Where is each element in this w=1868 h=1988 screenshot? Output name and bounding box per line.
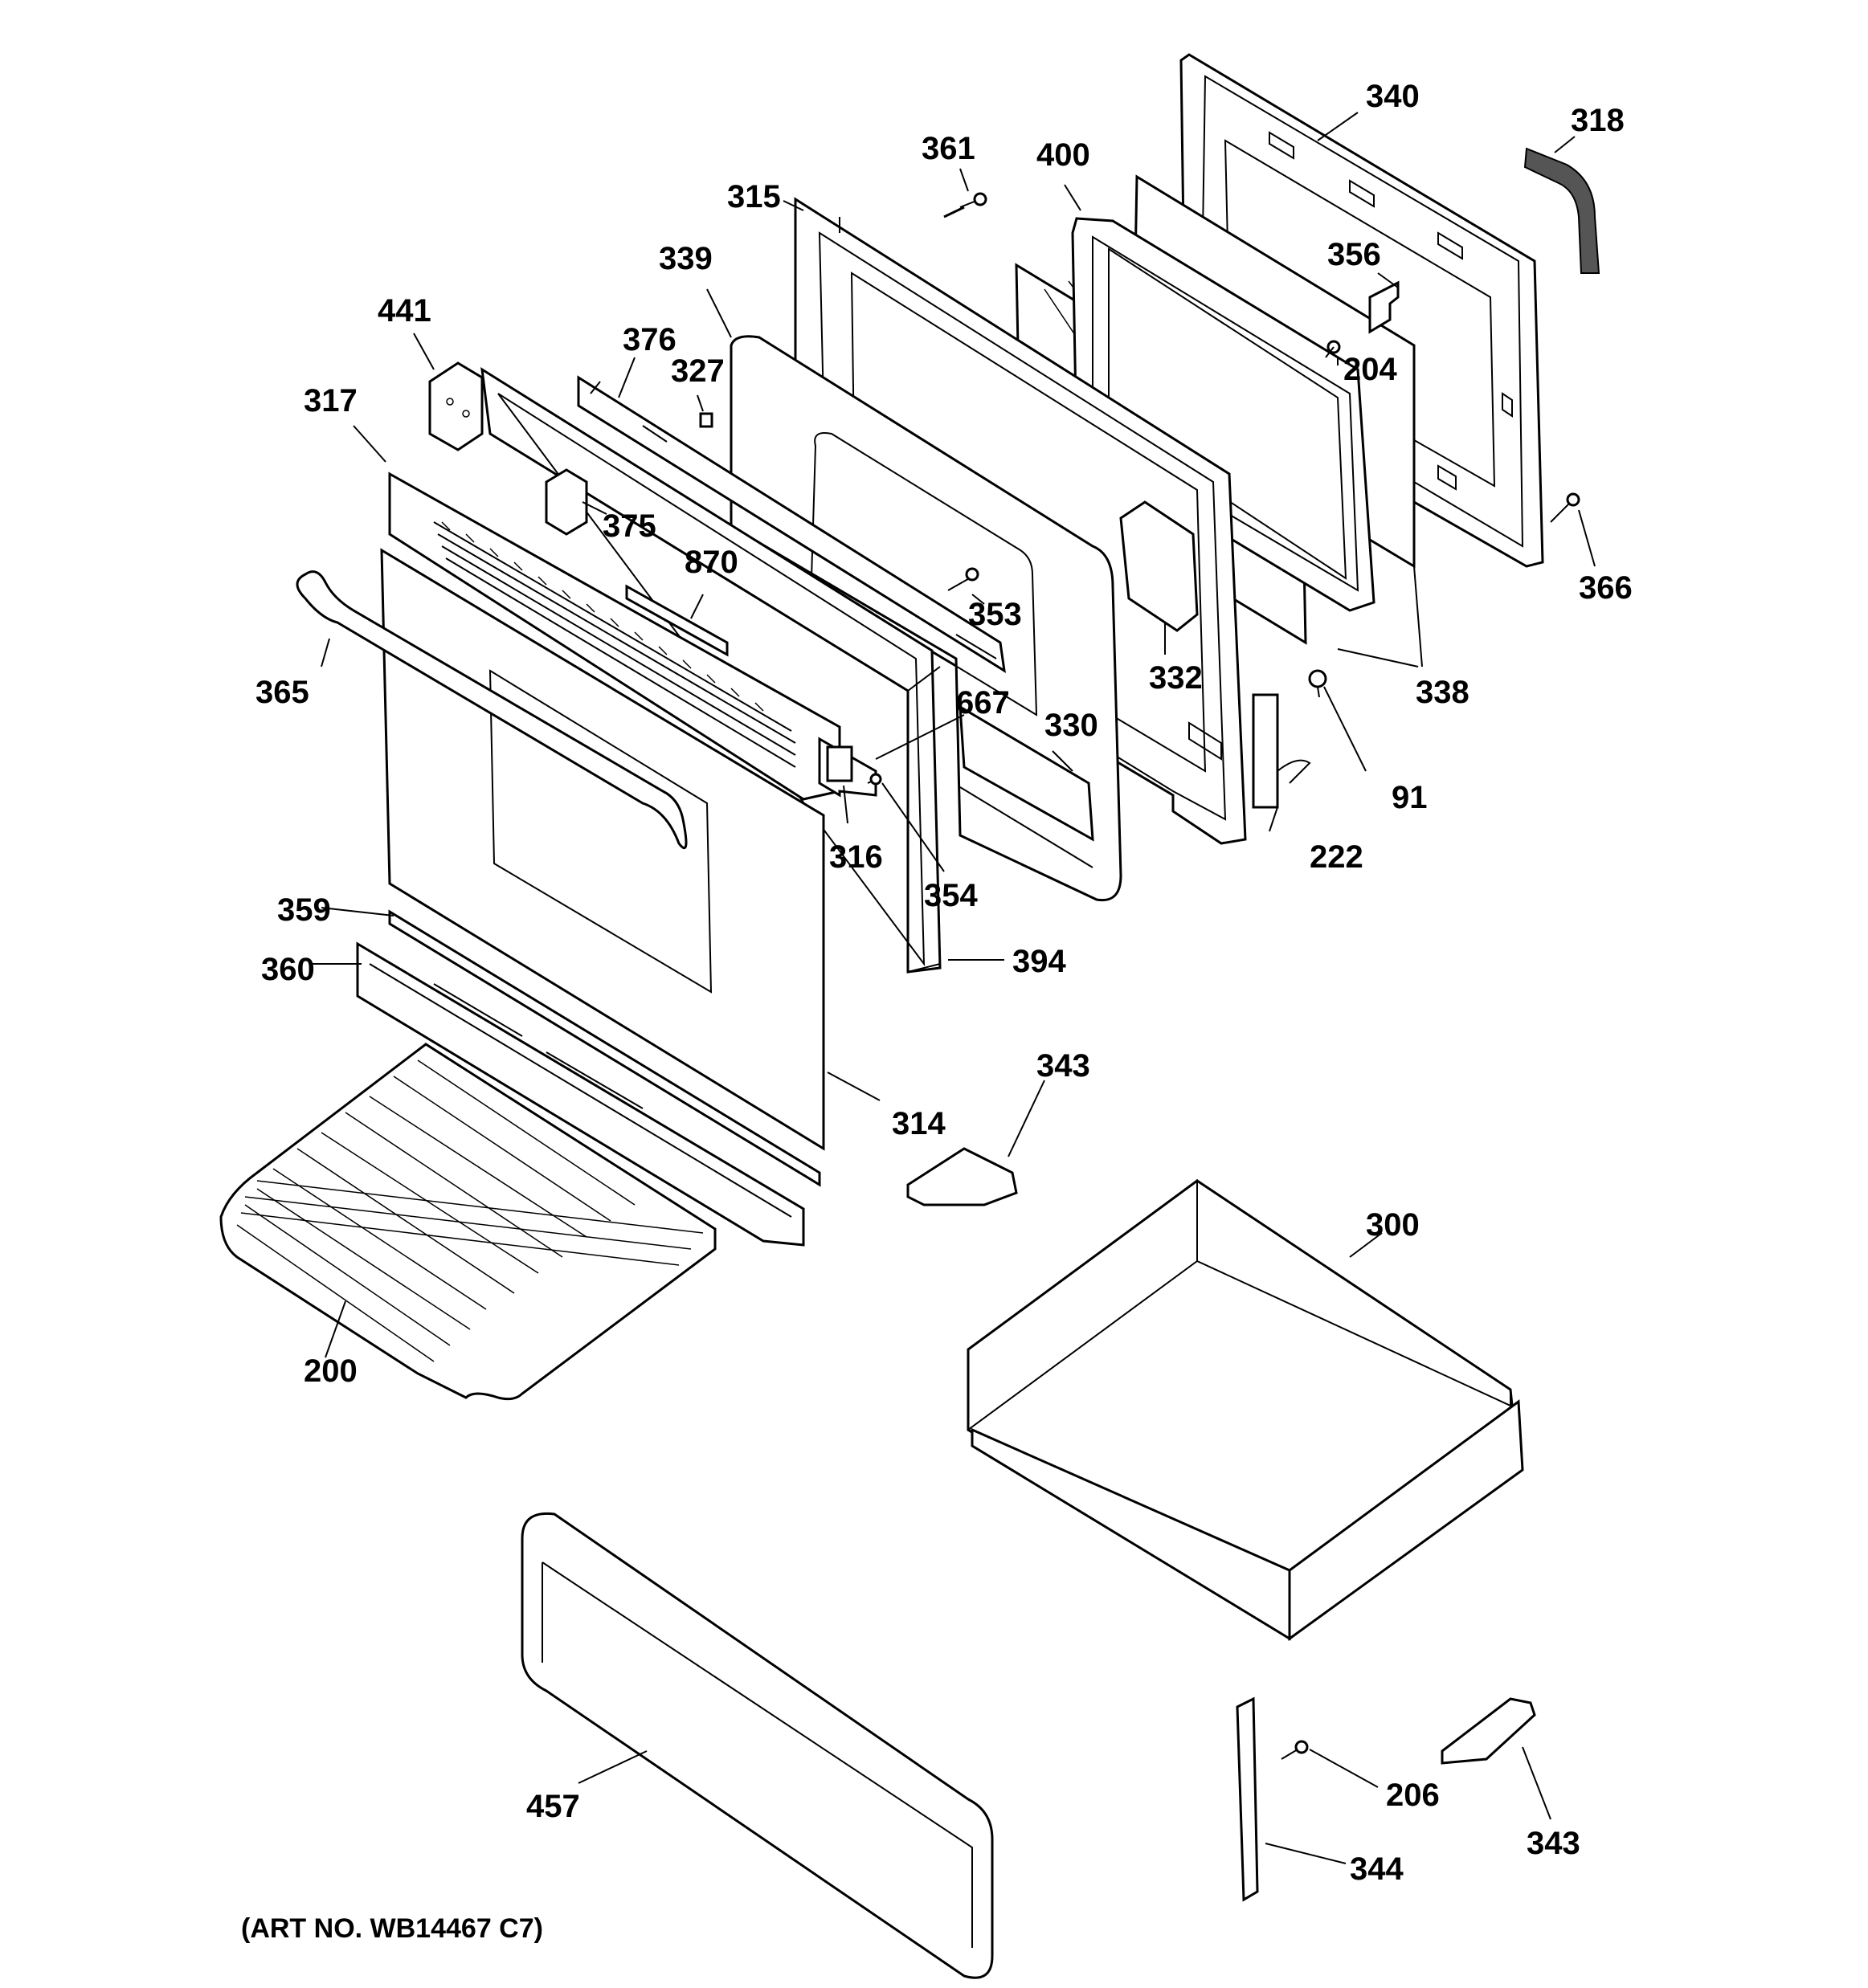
label-200: 200	[304, 1353, 358, 1389]
part-332-block	[1119, 500, 1199, 632]
label-376: 376	[623, 322, 676, 357]
label-316: 316	[829, 839, 883, 875]
part-457-drawer-front	[521, 1512, 994, 1979]
part-359-trim	[388, 909, 821, 1187]
part-365-handle	[296, 570, 688, 850]
label-318: 318	[1571, 103, 1625, 138]
part-870	[625, 584, 729, 657]
part-200-oven-rack	[219, 1043, 717, 1401]
part-330-liner-panel	[959, 704, 1094, 868]
part-360-trim	[356, 941, 805, 1247]
part-400-door-liner	[1071, 217, 1375, 612]
label-394: 394	[1012, 944, 1066, 979]
part-number-labels: 340 318 361 400 315 339 356 441 376 327 …	[255, 79, 1633, 1887]
part-300-drawer-box	[967, 1179, 1524, 1641]
label-667: 667	[956, 685, 1010, 720]
part-441-bracket	[428, 361, 484, 451]
label-343-upper: 343	[1036, 1048, 1090, 1084]
part-222-hinge	[1252, 693, 1311, 809]
label-344: 344	[1350, 1851, 1404, 1887]
label-206: 206	[1386, 1778, 1440, 1813]
label-870: 870	[685, 545, 738, 580]
leader-lines	[309, 112, 1596, 1864]
part-375-bracket	[545, 468, 588, 536]
label-332: 332	[1149, 660, 1203, 696]
label-375: 375	[603, 508, 656, 544]
label-315: 315	[727, 179, 781, 214]
art-number: (ART NO. WB14467 C7)	[241, 1913, 543, 1944]
part-343-slide-lower	[1441, 1697, 1536, 1765]
label-365: 365	[255, 675, 309, 710]
label-400: 400	[1036, 137, 1090, 173]
label-339: 339	[659, 241, 713, 276]
label-343-lower: 343	[1527, 1826, 1580, 1861]
part-343-slide-upper	[906, 1147, 1018, 1206]
part-366-screw	[1550, 492, 1580, 523]
label-457: 457	[526, 1789, 580, 1824]
part-206-screw	[1281, 1740, 1309, 1760]
part-361-screw	[943, 192, 987, 218]
label-330: 330	[1044, 708, 1098, 743]
label-317: 317	[304, 383, 358, 418]
label-361: 361	[922, 131, 975, 166]
label-204: 204	[1343, 352, 1397, 387]
part-204-screw	[1325, 340, 1341, 358]
part-353-screw	[947, 567, 979, 591]
label-300: 300	[1366, 1207, 1420, 1243]
label-359: 359	[277, 892, 331, 928]
part-344-bracket	[1236, 1696, 1259, 1902]
label-353: 353	[968, 597, 1022, 632]
part-318-gasket	[1523, 147, 1600, 274]
label-441: 441	[378, 293, 431, 329]
label-340: 340	[1366, 79, 1420, 114]
label-222: 222	[1310, 839, 1363, 875]
part-91-rivet	[1308, 669, 1327, 698]
label-356: 356	[1327, 237, 1381, 272]
label-327: 327	[671, 353, 725, 389]
part-356-clip	[1368, 280, 1400, 334]
part-340-door-frame	[1179, 53, 1544, 568]
label-366: 366	[1579, 570, 1633, 606]
part-376-channel	[577, 375, 1006, 673]
part-316-clip	[826, 745, 853, 782]
part-354-screw	[867, 773, 882, 786]
label-354: 354	[924, 878, 978, 913]
label-360: 360	[261, 952, 315, 987]
label-338: 338	[1416, 675, 1469, 710]
label-91: 91	[1392, 780, 1428, 815]
label-314: 314	[892, 1106, 946, 1141]
part-327-clip	[699, 412, 713, 428]
